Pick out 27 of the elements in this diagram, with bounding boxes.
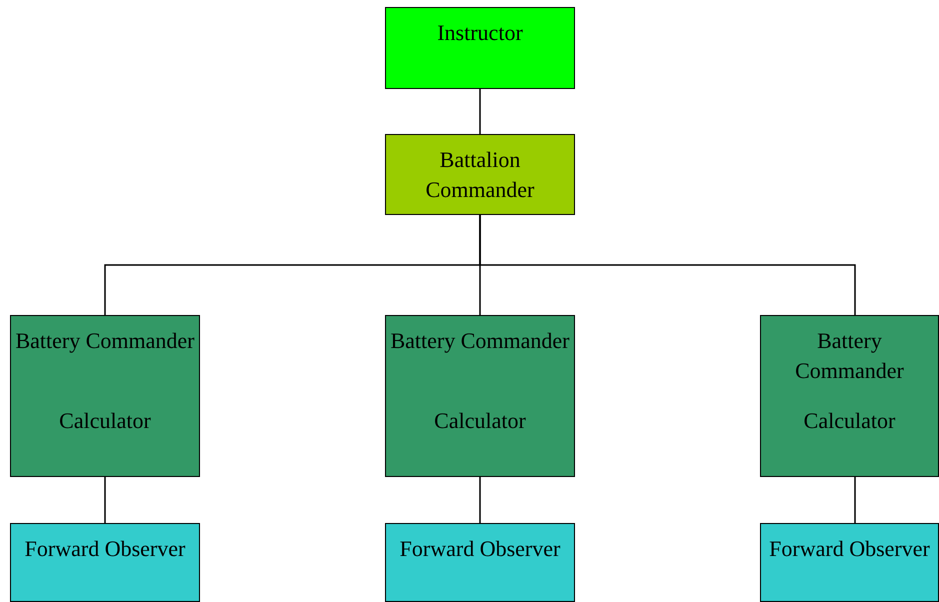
role-label: Battery Commander	[794, 327, 905, 385]
role-label: Battery Commander	[15, 327, 194, 355]
org-box	[10, 396, 200, 477]
org-box	[10, 523, 200, 602]
org-box	[385, 523, 575, 602]
org-box	[385, 315, 575, 397]
role-label: Battery Commander	[390, 327, 570, 355]
org-box	[385, 7, 575, 89]
role-label: Forward Observer	[400, 535, 560, 563]
role-label: Calculator	[804, 407, 896, 435]
org-box	[10, 315, 200, 397]
org-box	[385, 134, 575, 215]
connector-line	[479, 477, 481, 523]
connector-line	[479, 215, 856, 315]
org-box	[760, 523, 939, 602]
connector-line	[479, 89, 481, 134]
role-label: Calculator	[434, 407, 526, 435]
role-label: Battalion Commander	[424, 146, 536, 204]
role-label: Calculator	[59, 407, 151, 435]
role-label: Forward Observer	[24, 535, 186, 563]
org-box	[760, 315, 939, 397]
connector-line	[104, 477, 106, 523]
role-label: Instructor	[437, 19, 523, 47]
connector-line	[854, 477, 856, 523]
org-box	[385, 396, 575, 477]
org-box	[760, 396, 939, 477]
role-label: Forward Observer	[769, 535, 930, 563]
